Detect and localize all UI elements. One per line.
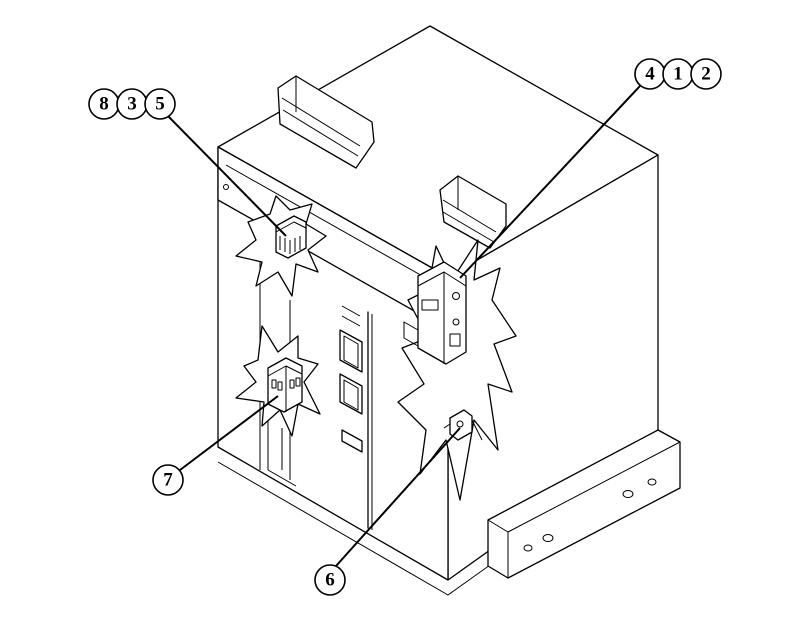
callout-left: 7 (152, 464, 184, 496)
callout-1: 1 (673, 64, 683, 85)
callout-bottom: 6 (314, 564, 346, 596)
mounting-rail (487, 429, 681, 579)
front-door-right (339, 305, 373, 530)
callout-3: 3 (127, 94, 137, 115)
terminal-block-left (267, 357, 303, 413)
callout-5: 5 (155, 94, 165, 115)
lifting-lug-right (439, 175, 507, 249)
callout-6: 6 (325, 570, 335, 591)
lifting-lug-left (277, 75, 375, 169)
terminal-block-top (275, 215, 307, 259)
controller-module (403, 261, 467, 365)
callout-8: 8 (99, 94, 109, 115)
leader-lines (165, 85, 641, 567)
callout-7: 7 (163, 470, 173, 491)
callout-group-top-right: 4 1 2 (634, 58, 722, 90)
callout-4: 4 (645, 64, 655, 85)
callout-2: 2 (701, 64, 711, 85)
callout-group-top-left: 8 3 5 (88, 88, 176, 120)
